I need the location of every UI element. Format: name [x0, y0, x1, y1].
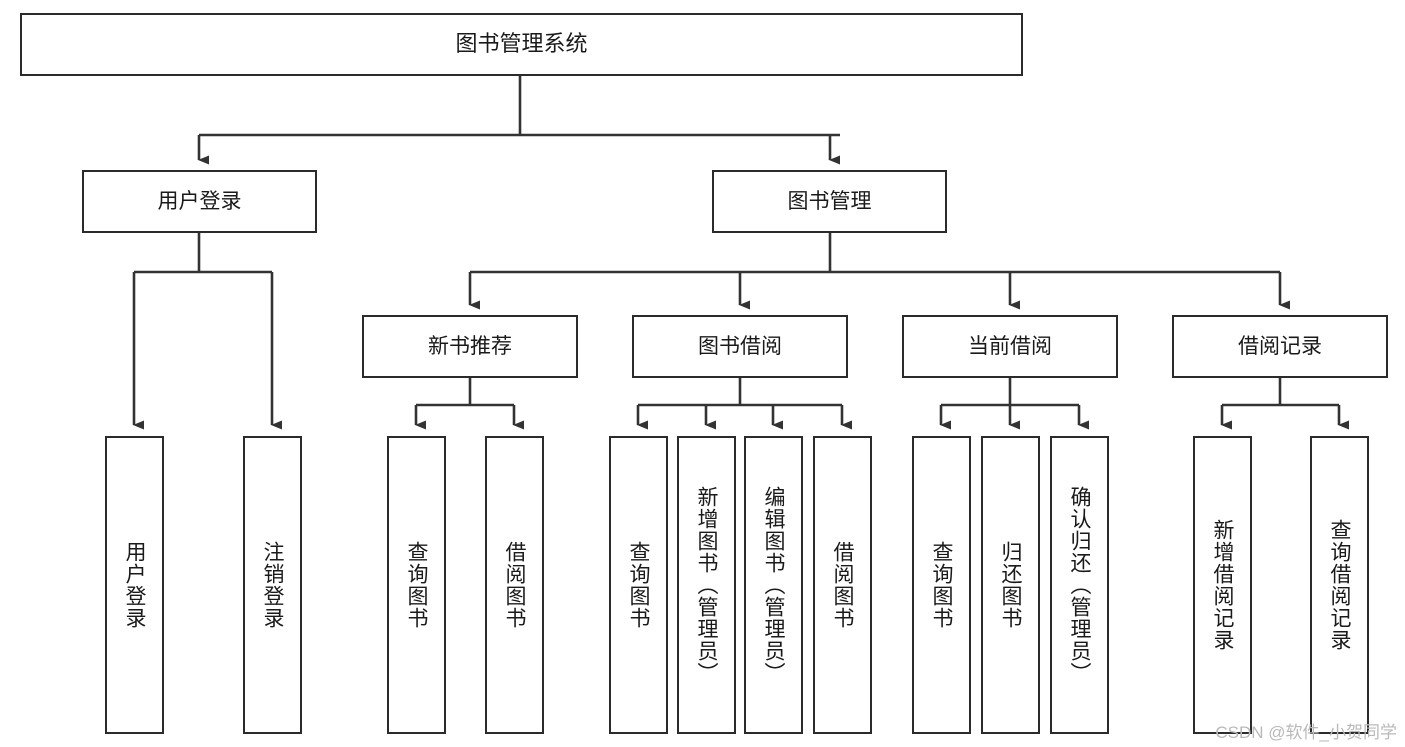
leaf-nb-borrow-book-label: 借阅图书	[503, 541, 526, 629]
leaf-cb-confirm-return[interactable]: 确认归还（管理员）	[1050, 436, 1109, 734]
leaf-cb-confirm-return-label: 确认归还（管理员）	[1068, 486, 1091, 684]
leaf-bb-borrow-book[interactable]: 借阅图书	[813, 436, 872, 734]
node-user-login-label: 用户登录	[157, 189, 242, 213]
leaf-cb-query-book[interactable]: 查询图书	[912, 436, 971, 734]
node-new-book-recommend-label: 新书推荐	[428, 334, 512, 358]
leaf-bb-add-book[interactable]: 新增图书（管理员）	[677, 436, 736, 734]
node-new-book-recommend[interactable]: 新书推荐	[362, 315, 578, 378]
leaf-bb-add-book-label: 新增图书（管理员）	[695, 486, 718, 684]
leaf-br-query-record[interactable]: 查询借阅记录	[1310, 436, 1369, 734]
node-root[interactable]: 图书管理系统	[20, 13, 1023, 76]
node-book-borrow[interactable]: 图书借阅	[632, 315, 848, 378]
leaf-user-login[interactable]: 用户登录	[105, 436, 164, 734]
leaf-br-query-record-label: 查询借阅记录	[1328, 519, 1351, 651]
leaf-br-add-record-label: 新增借阅记录	[1211, 519, 1234, 651]
leaf-nb-borrow-book[interactable]: 借阅图书	[485, 436, 544, 734]
node-root-label: 图书管理系统	[455, 31, 588, 57]
node-borrow-record-label: 借阅记录	[1238, 334, 1322, 358]
node-current-borrow[interactable]: 当前借阅	[902, 315, 1118, 378]
node-borrow-record[interactable]: 借阅记录	[1172, 315, 1388, 378]
node-user-login[interactable]: 用户登录	[82, 170, 317, 233]
leaf-bb-query-book[interactable]: 查询图书	[609, 436, 668, 734]
leaf-bb-edit-book-label: 编辑图书（管理员）	[762, 486, 785, 684]
leaf-bb-edit-book[interactable]: 编辑图书（管理员）	[744, 436, 803, 734]
node-book-management-label: 图书管理	[787, 189, 872, 213]
leaf-logout-label: 注销登录	[261, 541, 284, 629]
leaf-cb-return-book-label: 归还图书	[999, 541, 1022, 629]
leaf-bb-borrow-book-label: 借阅图书	[831, 541, 854, 629]
leaf-br-add-record[interactable]: 新增借阅记录	[1193, 436, 1252, 734]
node-book-borrow-label: 图书借阅	[698, 334, 782, 358]
leaf-cb-return-book[interactable]: 归还图书	[981, 436, 1040, 734]
leaf-bb-query-book-label: 查询图书	[627, 541, 650, 629]
csdn-watermark: CSDN @软件_小贺同学	[1215, 723, 1397, 742]
leaf-cb-query-book-label: 查询图书	[930, 541, 953, 629]
leaf-logout[interactable]: 注销登录	[243, 436, 302, 734]
leaf-user-login-label: 用户登录	[123, 541, 146, 629]
node-current-borrow-label: 当前借阅	[968, 334, 1052, 358]
node-book-management[interactable]: 图书管理	[712, 170, 947, 233]
leaf-nb-query-book[interactable]: 查询图书	[387, 436, 446, 734]
leaf-nb-query-book-label: 查询图书	[405, 541, 428, 629]
